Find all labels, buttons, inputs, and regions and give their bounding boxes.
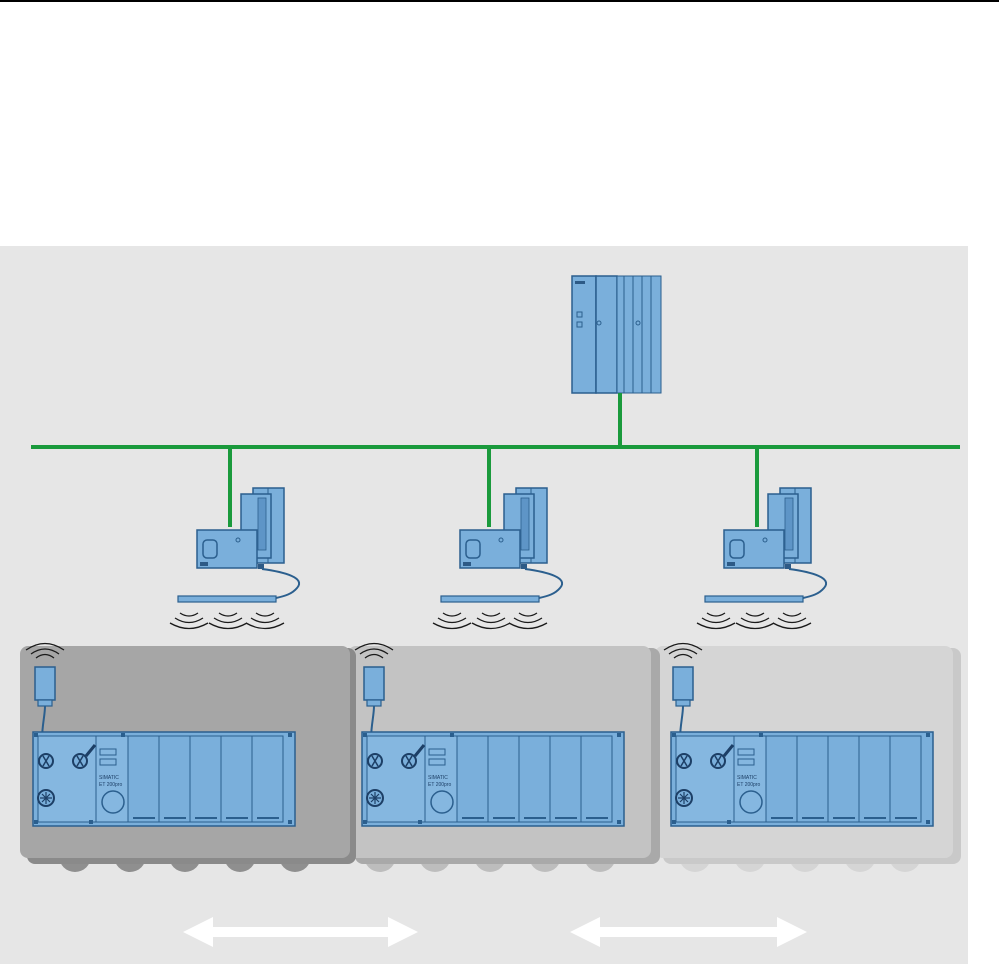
station-label-1: SIMATIC: [428, 775, 448, 781]
station-label-2: ET 200pro: [99, 782, 122, 788]
station-label-2: ET 200pro: [428, 782, 451, 788]
controller-bus-link: [618, 393, 622, 447]
access-point-2-bus-link: [487, 447, 491, 527]
station-label-1: SIMATIC: [737, 775, 757, 781]
access-point-1-bus-link: [228, 447, 232, 527]
station-label-1: SIMATIC: [99, 775, 119, 781]
access-point-3-bus-link: [755, 447, 759, 527]
station-label-2: ET 200pro: [737, 782, 760, 788]
network-bus: [31, 445, 960, 449]
plc-rack-icon: [572, 276, 661, 393]
